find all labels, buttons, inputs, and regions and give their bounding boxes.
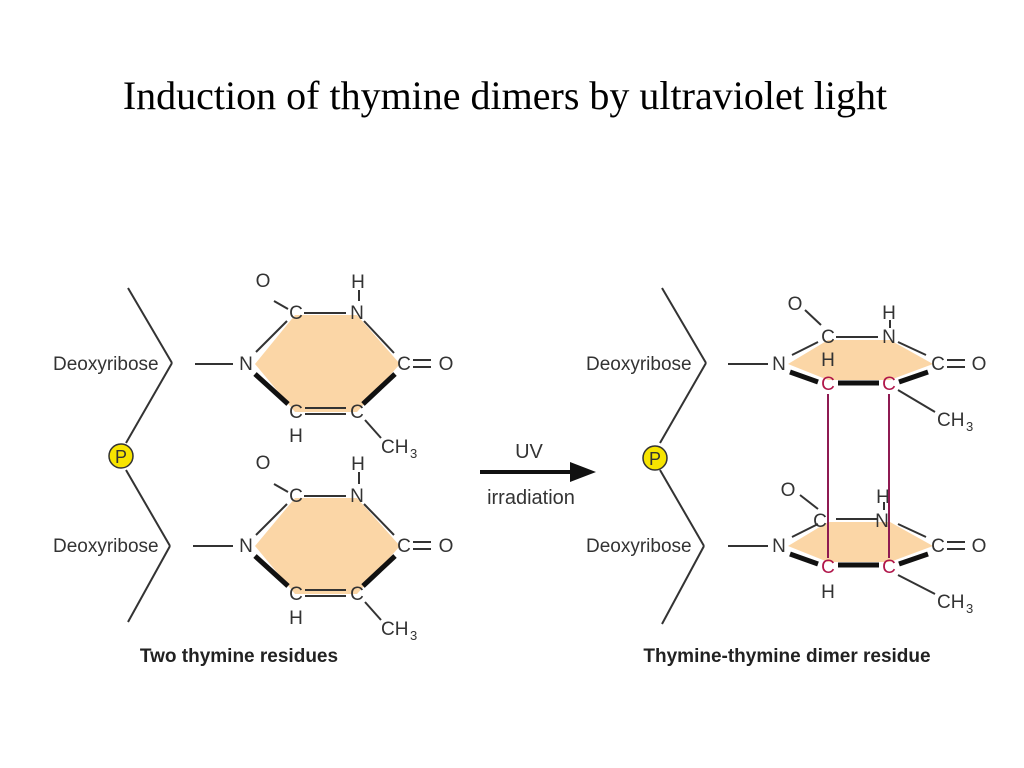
svg-text:C: C — [931, 536, 945, 557]
svg-text:O: O — [256, 453, 271, 474]
thymine-ring-upper: O H C N N C O C C H CH 3 Deoxyribose — [53, 271, 453, 461]
svg-text:C: C — [397, 354, 411, 375]
svg-text:3: 3 — [966, 419, 973, 434]
svg-text:CH: CH — [381, 437, 408, 458]
svg-text:C: C — [350, 584, 364, 605]
svg-text:H: H — [882, 303, 896, 324]
svg-text:O: O — [972, 536, 987, 557]
svg-text:O: O — [439, 536, 454, 557]
left-panel: P O H C — [53, 271, 453, 667]
svg-text:H: H — [351, 272, 365, 293]
svg-text:H: H — [289, 426, 303, 447]
svg-text:H: H — [289, 608, 303, 629]
svg-text:C: C — [289, 303, 303, 324]
svg-text:3: 3 — [410, 446, 417, 461]
thymine-ring-fill — [255, 498, 400, 594]
svg-text:O: O — [972, 354, 987, 375]
svg-text:H: H — [351, 454, 365, 475]
svg-text:C: C — [882, 374, 896, 395]
dimer-ring-upper: O H C N H N C O C C CH 3 Deoxyribose — [586, 294, 986, 434]
svg-text:C: C — [821, 374, 835, 395]
svg-text:H: H — [821, 582, 835, 603]
svg-text:C: C — [931, 354, 945, 375]
svg-text:CH: CH — [381, 619, 408, 640]
right-panel: P O H C N H — [586, 287, 986, 667]
svg-text:Deoxyribose: Deoxyribose — [53, 354, 159, 375]
svg-text:N: N — [772, 536, 786, 557]
thymine-ring-fill — [788, 340, 933, 380]
arrow-head — [570, 462, 596, 482]
svg-text:N: N — [875, 511, 889, 532]
svg-text:UV: UV — [515, 441, 543, 463]
svg-text:N: N — [882, 327, 896, 348]
svg-text:N: N — [239, 354, 253, 375]
svg-text:N: N — [350, 486, 364, 507]
svg-text:C: C — [821, 557, 835, 578]
svg-text:3: 3 — [410, 628, 417, 643]
svg-text:C: C — [813, 511, 827, 532]
caption-left: Two thymine residues — [140, 646, 338, 667]
dimer-crosslink-bonds — [827, 394, 890, 558]
svg-text:O: O — [788, 294, 803, 315]
svg-text:P: P — [115, 447, 127, 467]
svg-text:C: C — [289, 486, 303, 507]
svg-text:Deoxyribose: Deoxyribose — [53, 536, 159, 557]
svg-text:O: O — [256, 271, 271, 292]
thymine-ring-fill — [255, 315, 400, 412]
phosphate-group: P — [642, 445, 668, 471]
svg-text:CH: CH — [937, 410, 964, 431]
svg-text:N: N — [350, 303, 364, 324]
phosphate-group: P — [108, 443, 134, 469]
svg-text:CH: CH — [937, 592, 964, 613]
svg-text:C: C — [397, 536, 411, 557]
uv-arrow: UV irradiation — [480, 441, 596, 509]
slide-title: Induction of thymine dimers by ultraviol… — [122, 73, 888, 118]
thymine-ring-fill — [788, 522, 933, 562]
svg-text:C: C — [821, 327, 835, 348]
svg-text:C: C — [882, 557, 896, 578]
svg-text:N: N — [772, 354, 786, 375]
svg-text:3: 3 — [966, 601, 973, 616]
svg-text:irradiation: irradiation — [487, 487, 575, 509]
right-backbone — [659, 287, 707, 625]
dimer-ring-lower: O H C N N C O C C H CH 3 Deoxyribose — [586, 480, 986, 616]
svg-text:Deoxyribose: Deoxyribose — [586, 354, 692, 375]
left-backbone — [125, 287, 173, 623]
svg-text:P: P — [649, 449, 661, 469]
svg-text:C: C — [350, 402, 364, 423]
caption-right: Thymine-thymine dimer residue — [643, 646, 930, 667]
svg-text:C: C — [289, 584, 303, 605]
thymine-ring-lower: O H C N N C O C C H CH 3 Deoxyribose — [53, 453, 453, 643]
svg-text:Deoxyribose: Deoxyribose — [586, 536, 692, 557]
svg-text:H: H — [821, 350, 835, 371]
svg-text:H: H — [876, 487, 890, 508]
svg-text:O: O — [781, 480, 796, 501]
svg-text:C: C — [289, 402, 303, 423]
svg-text:O: O — [439, 354, 454, 375]
svg-text:N: N — [239, 536, 253, 557]
